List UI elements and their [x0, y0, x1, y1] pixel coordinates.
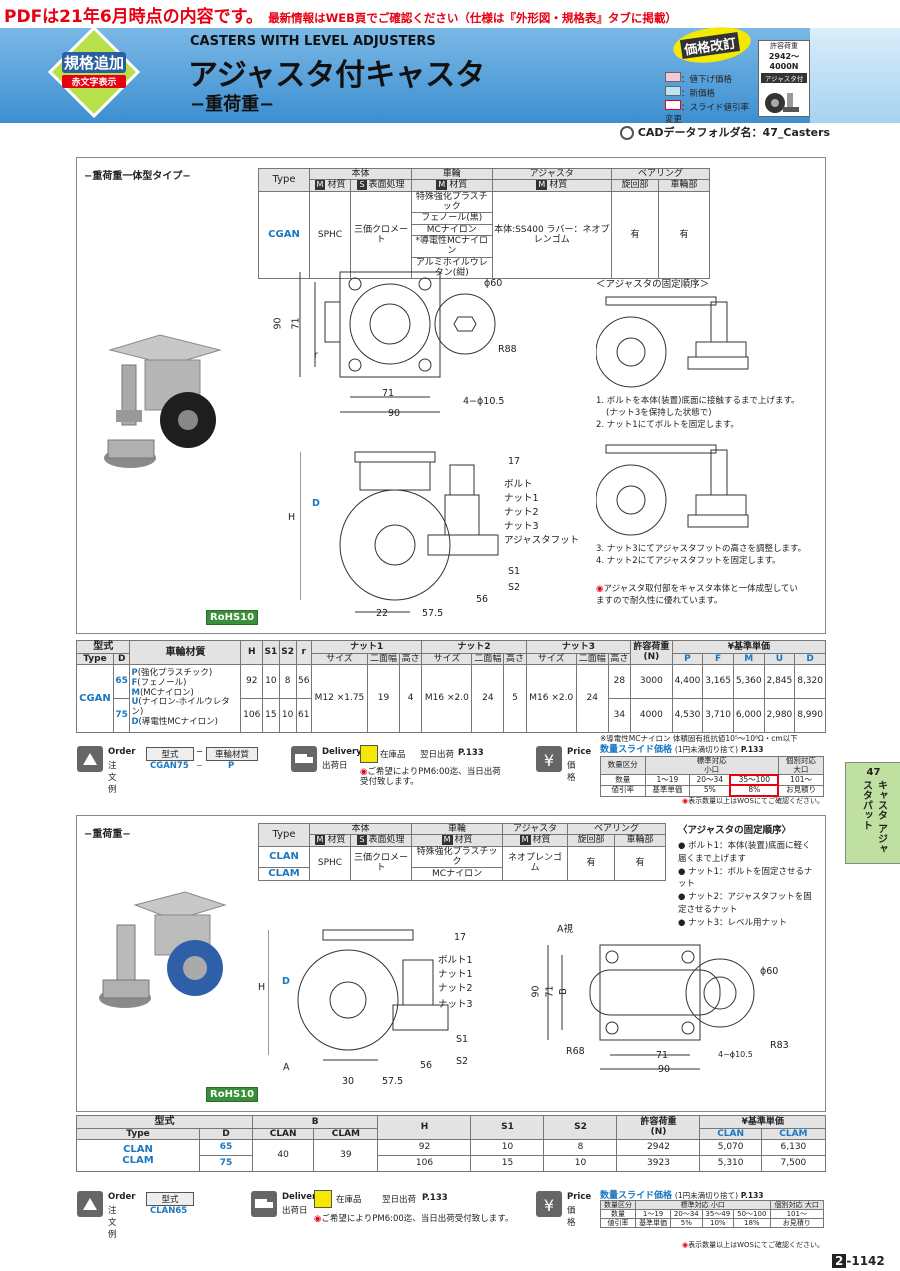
rohs-badge-1: RoHS10: [206, 610, 259, 625]
price-legend: 価格改訂 ：値下げ価格 ：新価格 ：スライド値引率変更: [655, 22, 755, 125]
procedure-steps-2: 3. ナット3にてアジャスタフットの高さを調整します。4. ナット2にてアジャス…: [596, 544, 807, 566]
delivery-info-1: Delivery 出荷日 在庫品 翌日出荷 P.133 ◉ご希望によりPM6:0…: [290, 745, 505, 787]
side-tab[interactable]: 47 キャスタ アジャスタパット: [845, 762, 900, 864]
volume-price-title-2: 数量スライド価格 (1円未満切り捨て) P.133: [600, 1191, 764, 1201]
section2-price-table: 型式 B H S1 S2 許容荷重(N) ¥基準単価 Type D CLAN C…: [76, 1115, 827, 1172]
side-view-drawing-2: [268, 929, 449, 1061]
cd-icon: [620, 126, 634, 140]
stock-icon: [314, 1190, 332, 1208]
top-view-drawing-2: [547, 944, 755, 1070]
procedure-title-1: ＜アジャスタの固定順序＞: [596, 279, 710, 290]
page-number: 2-1142: [832, 1254, 885, 1268]
truck-icon: [291, 746, 317, 772]
side-view-drawing-1: [300, 451, 499, 613]
price-info-1: ¥ Price 価格: [535, 745, 591, 783]
truck-icon: [251, 1191, 277, 1217]
delivery-info-2: Delivery 出荷日 在庫品 翌日出荷 P.133 ◉ご希望によりPM6:0…: [250, 1190, 513, 1224]
price-info-2: ¥ Price 価格: [535, 1190, 591, 1228]
procedure-steps-3: ● ボルト1：本体(装置)底面に軽く届くまで上げます ● ナット1：ボルトを固定…: [678, 841, 813, 928]
caster-photo-cgan: [104, 334, 222, 468]
svg-text:¥: ¥: [544, 751, 554, 770]
subtitle: −重荷重−: [190, 94, 275, 115]
top-view-drawing-1: [299, 271, 496, 413]
footnote-conductive: ※導電性MCナイロン 体積固有抵抗値10⁵〜10⁸Ω・cm以下: [600, 734, 798, 743]
procedure-steps-1: 1. ボルトを本体(装置)底面に接触するまで上げます。(ナット3を保持した状態で…: [596, 396, 800, 430]
section1-price-table: 型式 車輪材質 H S1 S2 r ナット1 ナット2 ナット3 許容荷重(N)…: [75, 640, 827, 733]
order-icon: [77, 1191, 103, 1217]
load-box: 許容荷重 2942〜4000N アジャスタ付: [758, 40, 810, 117]
order-example-1: Order 注文例 型式 − 車輪材質 CGAN75 − P: [76, 745, 258, 795]
rohs-badge-2: RoHS10: [206, 1087, 259, 1102]
volume-price-title-1: 数量スライド価格 (1円未満切り捨て) P.133: [600, 745, 764, 755]
section1-title: −重荷重一体型タイプ−: [84, 171, 191, 182]
title-en: CASTERS WITH LEVEL ADJUSTERS: [190, 34, 436, 49]
caster-photo-clan: [99, 891, 227, 1008]
yen-icon: ¥: [536, 1191, 562, 1217]
caster-icon: [765, 93, 799, 113]
stock-icon: [360, 745, 378, 763]
spec-badge: 規格追加 赤文字表示: [47, 25, 141, 119]
page-title: アジャスタ付キャスタ: [188, 58, 486, 93]
procedure-drawing-2: [596, 444, 749, 536]
procedure-drawing-1: [596, 296, 749, 388]
volume-note-1: ◉表示数量以上はWOSにてご確認ください。: [682, 797, 824, 805]
section2-title: −重荷重−: [84, 829, 131, 840]
yen-icon: ¥: [536, 746, 562, 772]
procedure-note-1: ◉アジャスタ取付部をキャスタ本体と一体成型していますので耐久性に優れています。: [596, 584, 798, 606]
pdf-notice: PDFは21年6月時点の内容です。 最新情報はWEB頁でご確認ください（仕様は『…: [4, 7, 677, 27]
cad-folder: CADデータフォルダ名：47_Casters: [620, 124, 830, 140]
procedure-title-2: 〈アジャスタの固定順序〉: [678, 825, 792, 836]
order-icon: [77, 746, 103, 772]
svg-text:¥: ¥: [544, 1196, 554, 1215]
order-example-2: Order 注文例 型式 CLAN65: [76, 1190, 194, 1240]
volume-note-2: ◉表示数量以上はWOSにてご確認ください。: [682, 1241, 824, 1249]
header-right: [810, 28, 900, 123]
